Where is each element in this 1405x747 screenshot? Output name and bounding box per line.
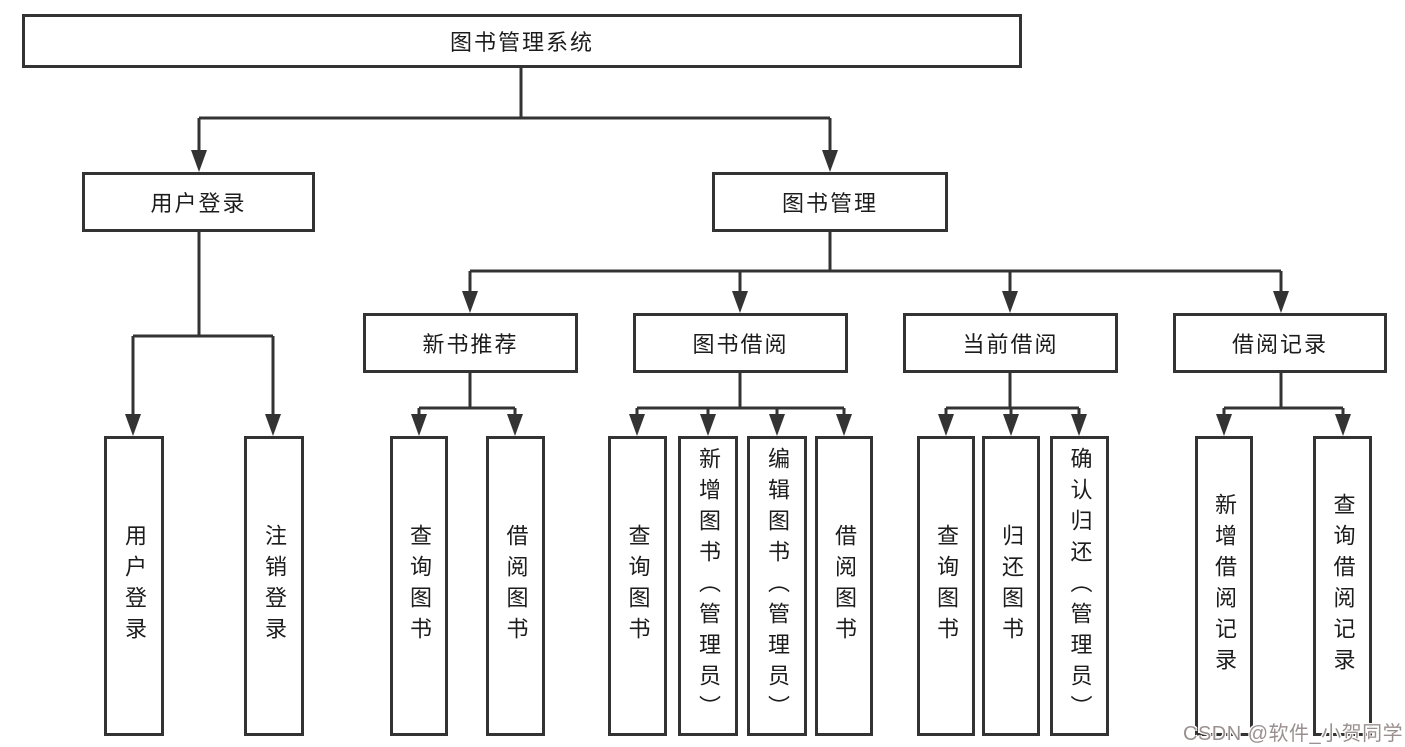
leaf-logout-label: 注销登录	[262, 524, 287, 648]
arrowheads	[125, 150, 1351, 436]
leaf-query-books-recommend: 查询图书	[390, 436, 448, 736]
leaf-confirm-return-admin: 确认归还（管理员）	[1050, 436, 1109, 736]
leaf-borrow-books-recommend-label: 借阅图书	[503, 524, 529, 648]
node-borrowing-records-label: 借阅记录	[1231, 332, 1328, 357]
node-current-borrowing-label: 当前借阅	[962, 332, 1059, 357]
leaf-query-books-borrowing: 查询图书	[608, 436, 667, 736]
leaf-return-books-label: 归还图书	[999, 524, 1024, 648]
node-book-management-label: 图书管理	[781, 191, 878, 216]
leaf-borrow-books-borrowing: 借阅图书	[815, 436, 873, 736]
leaf-query-books-borrowing-label: 查询图书	[625, 524, 651, 648]
node-new-book-recommend-label: 新书推荐	[422, 332, 519, 357]
leaf-borrow-books-borrowing-label: 借阅图书	[832, 524, 857, 648]
node-current-borrowing: 当前借阅	[903, 313, 1118, 373]
node-library-system-label: 图书管理系统	[449, 30, 594, 55]
leaf-add-borrow-record: 新增借阅记录	[1195, 436, 1253, 736]
leaf-query-books-recommend-label: 查询图书	[407, 524, 432, 648]
leaf-edit-book-admin: 编辑图书（管理员）	[747, 436, 807, 736]
leaf-confirm-return-admin-label: 确认归还（管理员）	[1067, 446, 1093, 726]
node-user-login: 用户登录	[82, 172, 315, 232]
leaf-borrow-books-recommend: 借阅图书	[486, 436, 545, 736]
leaf-add-book-admin-label: 新增图书（管理员）	[696, 446, 721, 726]
node-book-borrowing-label: 图书借阅	[692, 332, 789, 357]
leaf-query-borrow-record-label: 查询借阅记录	[1330, 493, 1356, 679]
node-library-system: 图书管理系统	[22, 14, 1022, 68]
leaf-user-login: 用户登录	[104, 436, 164, 736]
watermark-text: CSDN @软件_小贺同学	[1183, 723, 1404, 745]
node-book-borrowing: 图书借阅	[633, 313, 848, 373]
leaf-user-login-label: 用户登录	[122, 524, 147, 648]
node-book-management: 图书管理	[712, 172, 948, 232]
leaf-logout: 注销登录	[244, 436, 304, 736]
node-user-login-label: 用户登录	[150, 191, 247, 216]
leaf-query-books-current-label: 查询图书	[934, 524, 959, 648]
node-borrowing-records: 借阅记录	[1173, 313, 1387, 373]
leaf-query-books-current: 查询图书	[917, 436, 975, 736]
node-new-book-recommend: 新书推荐	[363, 313, 578, 373]
leaf-query-borrow-record: 查询借阅记录	[1313, 436, 1372, 736]
leaf-edit-book-admin-label: 编辑图书（管理员）	[765, 446, 790, 726]
leaf-add-book-admin: 新增图书（管理员）	[678, 436, 738, 736]
leaf-return-books: 归还图书	[982, 436, 1040, 736]
leaf-add-borrow-record-label: 新增借阅记录	[1212, 493, 1237, 679]
